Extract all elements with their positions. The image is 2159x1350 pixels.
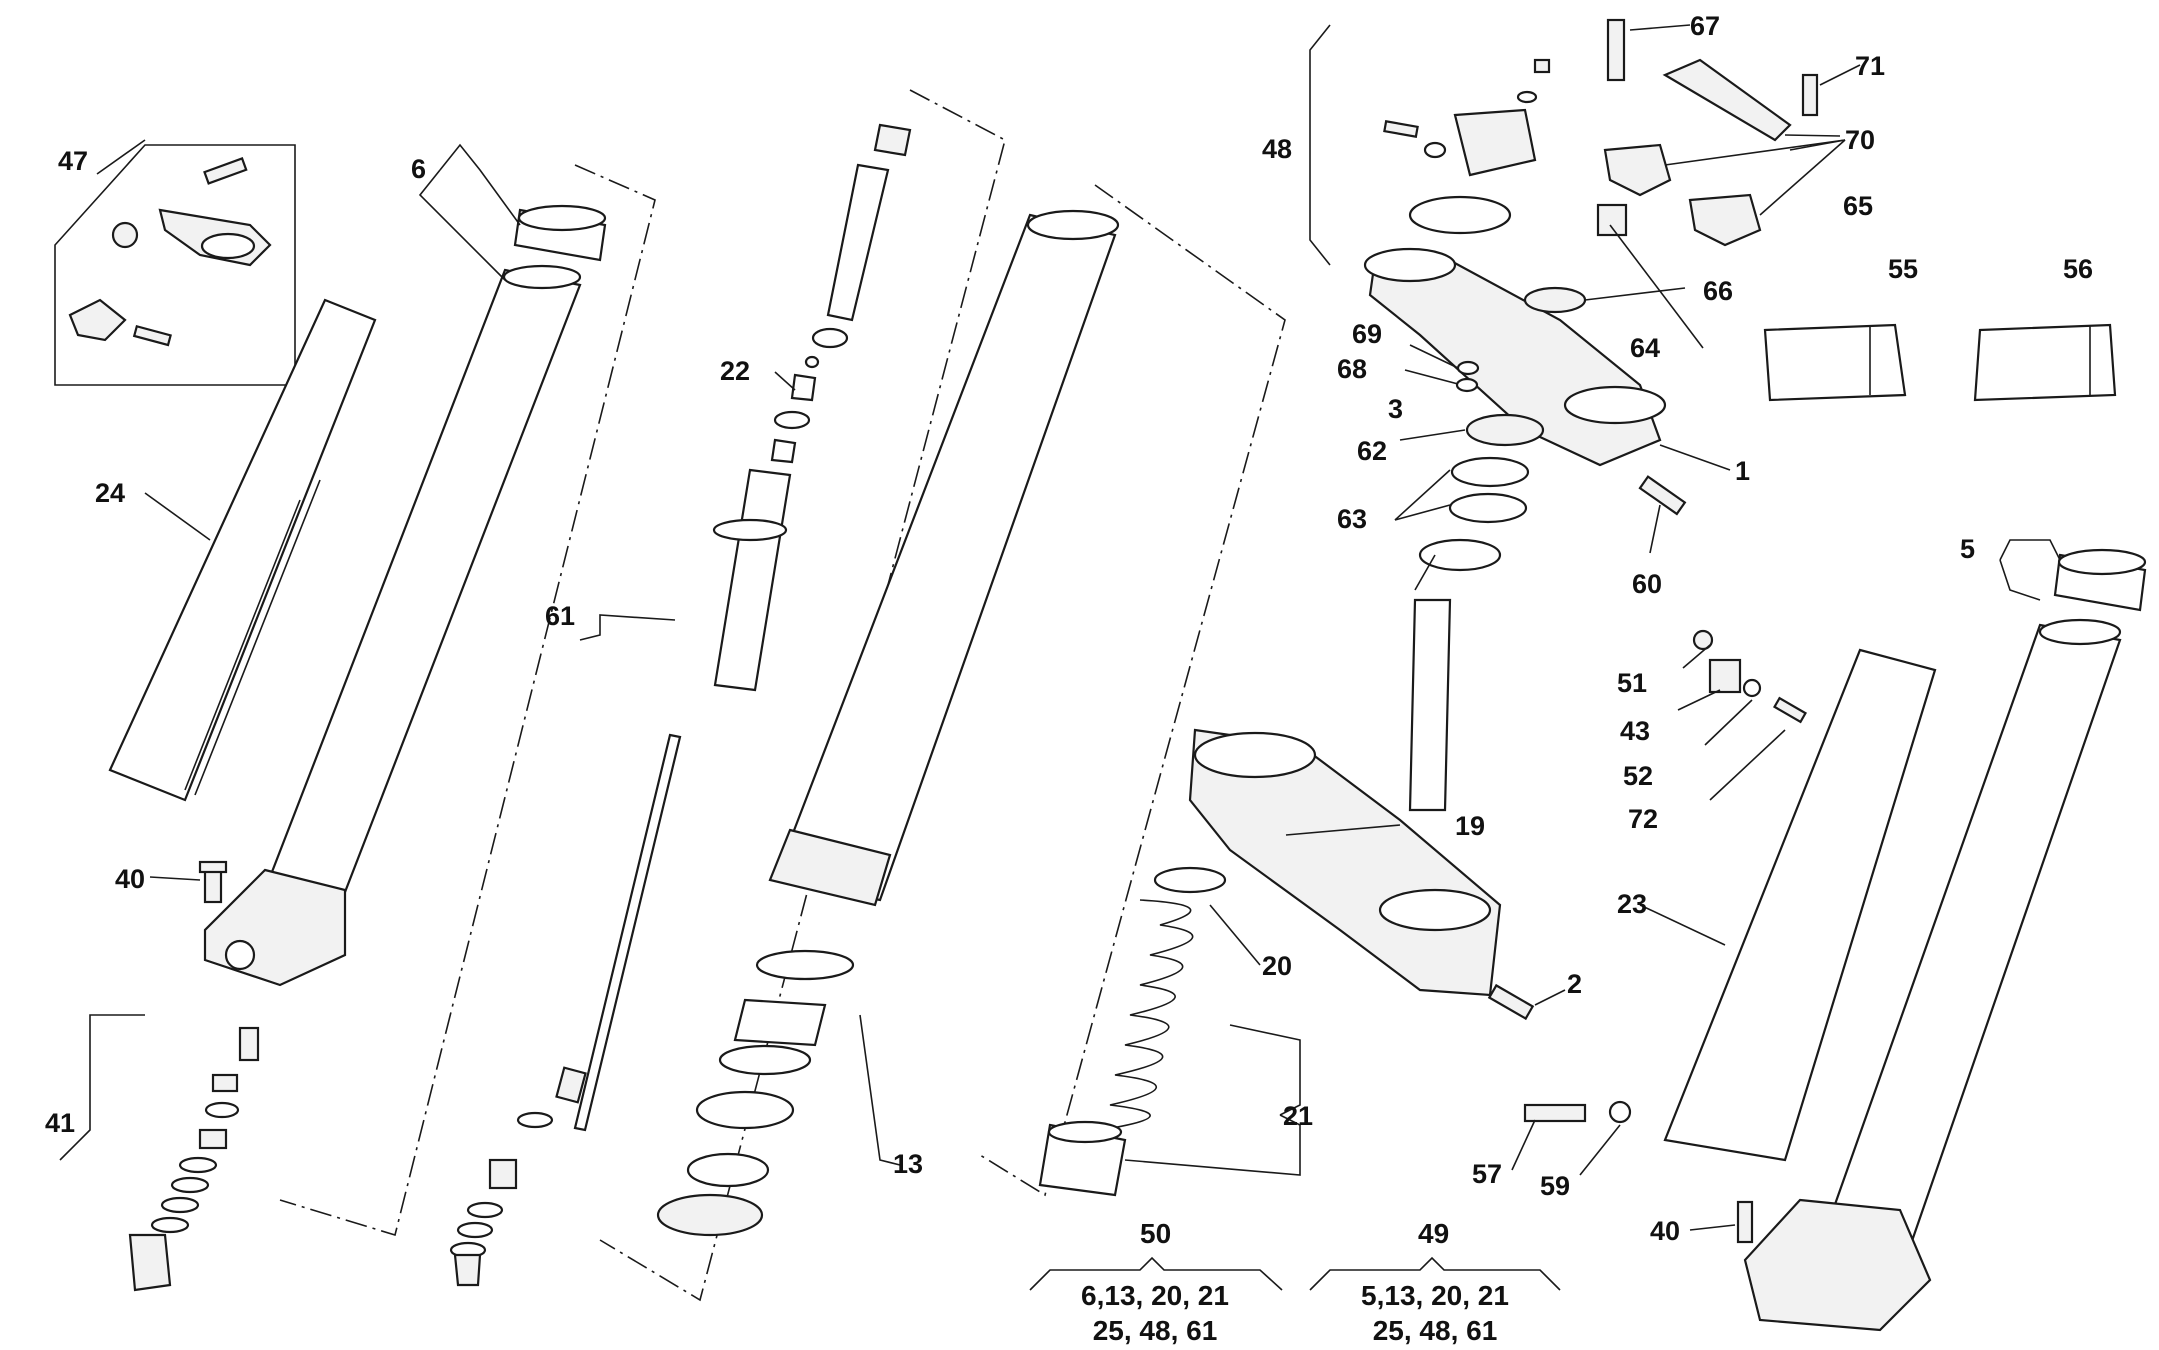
label-51: 51 bbox=[1617, 668, 1647, 698]
part-60-bolt bbox=[1638, 475, 1687, 516]
right-fork-slider bbox=[1743, 618, 2122, 1332]
label-66: 66 bbox=[1703, 276, 1733, 306]
parts-68-69-washers bbox=[1455, 360, 1480, 393]
label-19: 19 bbox=[1455, 811, 1485, 841]
part-5-right-bushing bbox=[2053, 548, 2147, 612]
kit-47-bracket-set bbox=[54, 144, 296, 386]
dashed-frame-left bbox=[279, 164, 656, 1237]
part-13-fork-tube bbox=[656, 209, 1120, 1237]
label-57: 57 bbox=[1472, 1159, 1502, 1189]
group-49-line2: 25, 48, 61 bbox=[1373, 1315, 1498, 1346]
label-69: 69 bbox=[1352, 319, 1382, 349]
part-21-spring bbox=[1038, 899, 1194, 1197]
label-20: 20 bbox=[1262, 951, 1292, 981]
label-23: 23 bbox=[1617, 889, 1647, 919]
label-72: 72 bbox=[1628, 804, 1658, 834]
leader-lines bbox=[96, 24, 2061, 1231]
label-55: 55 bbox=[1888, 254, 1918, 284]
part-70-plate bbox=[1662, 58, 1792, 142]
label-13: 13 bbox=[893, 1149, 923, 1179]
part-19-lower-triple-clamp bbox=[1188, 598, 1502, 997]
part-56-bag bbox=[1973, 323, 2117, 402]
label-1: 1 bbox=[1735, 456, 1750, 486]
part-67-bolt bbox=[1606, 18, 1626, 82]
label-24: 24 bbox=[95, 478, 125, 508]
part-2-clamp-bolt bbox=[1487, 983, 1535, 1021]
label-65: 65 bbox=[1843, 191, 1873, 221]
parts-57-59-bolts bbox=[1523, 1100, 1632, 1124]
part-71-bolt bbox=[1801, 73, 1819, 117]
label-60: 60 bbox=[1632, 569, 1662, 599]
label-22: 22 bbox=[720, 356, 750, 386]
label-21: 21 bbox=[1283, 1101, 1313, 1131]
label-47: 47 bbox=[58, 146, 88, 176]
label-56: 56 bbox=[2063, 254, 2093, 284]
group-49-title: 49 bbox=[1418, 1218, 1449, 1249]
label-59: 59 bbox=[1540, 1171, 1570, 1201]
label-62: 62 bbox=[1357, 436, 1387, 466]
part-3-nut bbox=[1465, 413, 1545, 447]
part-20-spring-seat bbox=[1153, 866, 1227, 894]
label-67: 67 bbox=[1690, 11, 1720, 41]
label-52: 52 bbox=[1623, 761, 1653, 791]
label-41: 41 bbox=[45, 1108, 75, 1138]
label-40-left: 40 bbox=[115, 864, 145, 894]
label-6: 6 bbox=[411, 154, 426, 184]
part-65-bar-clamps bbox=[1603, 143, 1762, 247]
part-1-upper-triple-clamp bbox=[1363, 247, 1667, 467]
part-24-fork-guard bbox=[108, 298, 377, 802]
group-50-line2: 25, 48, 61 bbox=[1093, 1315, 1218, 1346]
label-2: 2 bbox=[1567, 969, 1582, 999]
label-3: 3 bbox=[1388, 394, 1403, 424]
group-50-title: 50 bbox=[1140, 1218, 1171, 1249]
left-fork-slider bbox=[203, 264, 582, 987]
label-64: 64 bbox=[1630, 333, 1660, 363]
part-40-bolt-left bbox=[198, 860, 228, 904]
dashed-frame-right bbox=[979, 184, 1286, 1197]
label-40-right: 40 bbox=[1650, 1216, 1680, 1246]
part-41-valve-stack bbox=[59, 1014, 260, 1292]
part-64-grommet bbox=[1523, 286, 1587, 314]
label-63: 63 bbox=[1337, 504, 1367, 534]
part-63-bearing bbox=[1418, 538, 1502, 572]
label-61: 61 bbox=[545, 601, 575, 631]
part-23-fork-guard bbox=[1663, 648, 1937, 1162]
group-50-line1: 6,13, 20, 21 bbox=[1081, 1280, 1229, 1311]
group-bracket-49 bbox=[1309, 1256, 1561, 1291]
label-48: 48 bbox=[1262, 134, 1292, 164]
label-5: 5 bbox=[1960, 534, 1975, 564]
part-61-cartridge bbox=[449, 123, 912, 1287]
group-49-line1: 5,13, 20, 21 bbox=[1361, 1280, 1509, 1311]
label-70: 70 bbox=[1845, 125, 1875, 155]
part-62-washers bbox=[1448, 456, 1530, 524]
label-43: 43 bbox=[1620, 716, 1650, 746]
parts-43-51-52-72-hardware bbox=[1692, 629, 1807, 724]
label-71: 71 bbox=[1855, 51, 1885, 81]
part-40-bolt-right bbox=[1736, 1200, 1754, 1244]
part-66-spacer bbox=[1596, 203, 1628, 237]
label-68: 68 bbox=[1337, 354, 1367, 384]
part-55-bag bbox=[1763, 323, 1907, 402]
group-bracket-50 bbox=[1029, 1256, 1283, 1291]
part-6-left-bushing bbox=[513, 204, 607, 262]
part-48-upper-stack bbox=[1309, 24, 1551, 266]
